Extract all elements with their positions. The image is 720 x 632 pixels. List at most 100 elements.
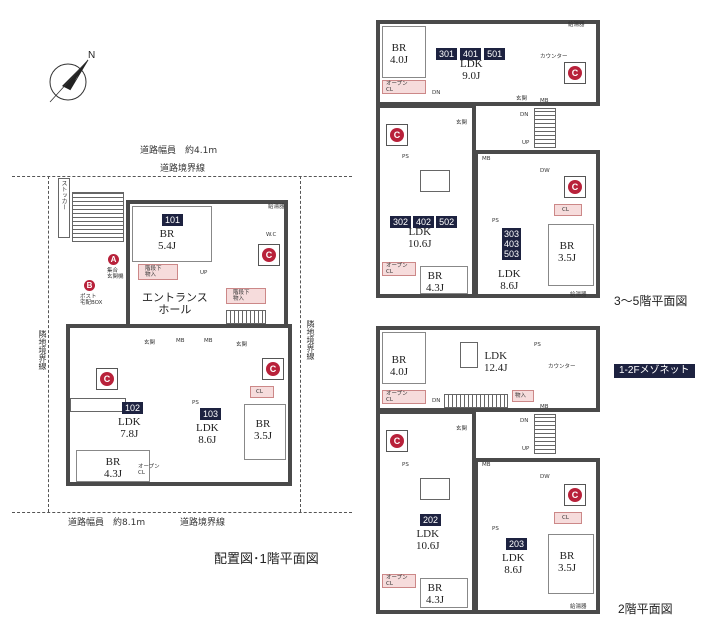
closet-icon: C bbox=[568, 488, 582, 502]
closet-icon: C bbox=[390, 434, 404, 448]
floor2-top-open-cl-label: オープン CL bbox=[386, 391, 408, 403]
delivery-box-label: ポスト 宅配BOX bbox=[80, 294, 103, 306]
floor345-left-open-cl bbox=[382, 262, 416, 276]
floor345-top-br-label: BR 4.0J bbox=[390, 42, 409, 66]
floor2-top-br bbox=[382, 332, 426, 384]
floor345-left-br bbox=[420, 266, 468, 294]
unit102-ldk-label: LDK 7.8J bbox=[118, 416, 141, 440]
unit103-br bbox=[244, 404, 286, 460]
floor345-top-open-cl-label: オープン CL bbox=[386, 81, 408, 93]
unit101-heater: 給湯器 bbox=[268, 204, 285, 210]
road-bottom-line: 道路境界線 bbox=[180, 518, 226, 528]
marker-b: B bbox=[84, 280, 95, 291]
road-top-width: 道路幅員 約4.1m bbox=[140, 146, 218, 156]
closet-icon: C bbox=[266, 362, 280, 376]
floor345-top-num-501: 501 bbox=[484, 48, 506, 60]
floor2-top-storage-label: 物入 bbox=[515, 393, 527, 399]
road-top-line: 道路境界線 bbox=[160, 164, 206, 174]
floor2-top-dn: DN bbox=[432, 398, 441, 404]
unit101-c-box: C bbox=[258, 244, 280, 266]
unit102-open-cl: オープン CL bbox=[138, 464, 160, 476]
floor2-202-c-box: C bbox=[386, 430, 408, 452]
floor2-top-mb: MB bbox=[540, 404, 549, 410]
floor2-top-ldk-label: LDK 12.4J bbox=[484, 350, 508, 374]
floor345-right-dw: DW bbox=[540, 168, 550, 174]
boundary-right: 隣地境界線 bbox=[306, 320, 315, 360]
floor1-stair-storage-2 bbox=[226, 288, 266, 304]
floor345-left-num-302: 302 bbox=[390, 216, 412, 228]
floor2-top-open-cl bbox=[382, 390, 426, 404]
floor345-left-c-box: C bbox=[386, 124, 408, 146]
closet-icon: C bbox=[390, 128, 404, 142]
floor345-top-genkan: 玄関 bbox=[516, 96, 528, 102]
floor345-right-num: 303 403 503 bbox=[502, 228, 522, 260]
entrance-hall-label: エントランス ホール bbox=[142, 292, 208, 316]
collective-entrance-label: 集合 玄関機 bbox=[107, 268, 124, 280]
floor345-top-ldk-label: LDK 9.0J bbox=[460, 58, 483, 82]
floor345-right-cl-label: CL bbox=[562, 207, 569, 213]
floor2-203-br-label: BR 3.5J bbox=[558, 550, 577, 574]
floor1-stairs bbox=[226, 310, 266, 324]
unit103-c-box: C bbox=[262, 358, 284, 380]
stocker bbox=[58, 178, 70, 238]
unit102-genkan: 玄関 bbox=[144, 340, 156, 346]
floor345-left-open-cl-label: オープン CL bbox=[386, 263, 408, 275]
closet-icon: C bbox=[100, 372, 114, 386]
floor345-left-table bbox=[420, 170, 450, 192]
floor345-right-cl bbox=[554, 204, 582, 216]
floor2-203-mb: MB bbox=[482, 462, 491, 468]
closet-icon: C bbox=[568, 180, 582, 194]
compass: N bbox=[40, 50, 100, 112]
unit103-ldk-label: LDK 8.6J bbox=[196, 422, 219, 446]
floor2-203-ldk-label: LDK 8.6J bbox=[502, 552, 525, 576]
floor2-203-up: UP bbox=[522, 446, 530, 452]
closet-icon: C bbox=[568, 66, 582, 80]
unit101-br bbox=[132, 206, 212, 262]
unit101-num: 101 bbox=[162, 214, 184, 226]
floor2-202-genkan: 玄関 bbox=[456, 426, 468, 432]
floor345-right-c-box: C bbox=[564, 176, 586, 198]
floor345-top-num-401: 401 bbox=[460, 48, 482, 60]
unit101-stair-storage bbox=[138, 264, 178, 280]
unit102-mb: MB bbox=[176, 338, 185, 344]
floor2-203-cl-label: CL bbox=[562, 515, 569, 521]
floor2-top-br-label: BR 4.0J bbox=[390, 354, 409, 378]
floor345-right-dn: DN bbox=[520, 112, 529, 118]
unit102-br-label: BR 4.3J bbox=[104, 456, 123, 480]
unit101-stair-storage-label: 階段下 物入 bbox=[145, 266, 162, 278]
unit102-c-box: C bbox=[96, 368, 118, 390]
floor345-top-counter: カウンター bbox=[540, 54, 568, 60]
floor2-203-cl bbox=[554, 512, 582, 524]
floor345-top-mb: MB bbox=[540, 98, 549, 104]
floor345-top-open-cl bbox=[382, 80, 426, 94]
floor345-top-br bbox=[382, 26, 426, 78]
boundary-left: 隣地境界線 bbox=[38, 330, 47, 370]
floor2-top-storage bbox=[512, 390, 534, 402]
floor345-right-ps: PS bbox=[492, 218, 499, 224]
unit102-num: 102 bbox=[122, 402, 144, 414]
unit102-br bbox=[76, 450, 150, 482]
floor345-right-stairs bbox=[534, 108, 556, 148]
unit103-num: 103 bbox=[200, 408, 222, 420]
floor2-203-ps: PS bbox=[492, 526, 499, 532]
floor345-top-heater: 給湯器 bbox=[568, 22, 585, 28]
floor345-right-br bbox=[548, 224, 594, 286]
floor345-left-num-402: 402 bbox=[413, 216, 435, 228]
compass-icon bbox=[49, 59, 89, 103]
unit101-wc: W.C bbox=[266, 232, 277, 238]
floor345-left-genkan: 玄関 bbox=[456, 120, 468, 126]
floor2-caption: 2階平面図 bbox=[618, 602, 673, 616]
floor345-left-br-label: BR 4.3J bbox=[426, 270, 445, 294]
floor2-202-br-label: BR 4.3J bbox=[426, 582, 445, 606]
site-steps bbox=[72, 192, 124, 242]
unit103-cl-label: CL bbox=[256, 389, 263, 395]
floor1-caption: 配置図･1階平面図 bbox=[214, 551, 319, 566]
floor2-203-br bbox=[548, 534, 594, 594]
road-bottom-width: 道路幅員 約8.1m bbox=[68, 518, 146, 528]
unit103-cl bbox=[250, 386, 274, 398]
floor2-202-ps: PS bbox=[402, 462, 409, 468]
floor345-right-up: UP bbox=[522, 140, 530, 146]
unit103-mb: MB bbox=[204, 338, 213, 344]
